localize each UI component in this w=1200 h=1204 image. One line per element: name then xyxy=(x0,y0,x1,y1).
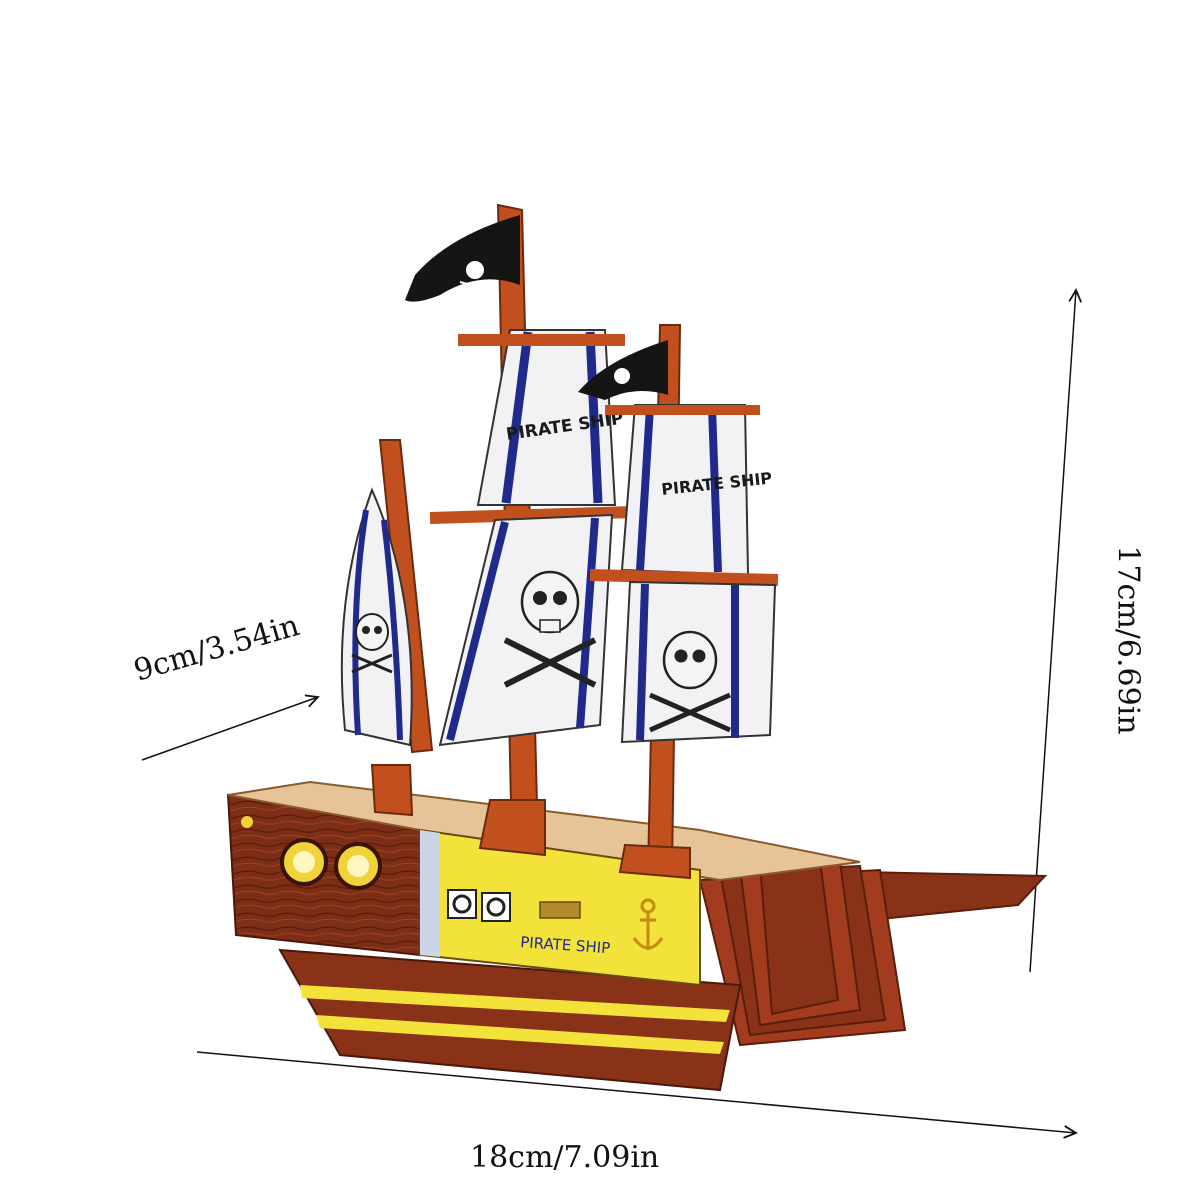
lifebuoy-icon xyxy=(447,889,477,919)
rear-lower-sail xyxy=(620,580,777,744)
main-lower-sail xyxy=(438,513,614,747)
lifebuoy-icon xyxy=(481,892,511,922)
rear-small-mast xyxy=(340,439,434,754)
width-dimension-line xyxy=(196,1051,1076,1133)
yard-arm xyxy=(589,569,779,586)
flag-icon xyxy=(405,215,520,302)
mast-base xyxy=(478,799,546,857)
skull-icon xyxy=(503,570,597,688)
mast-base xyxy=(370,764,414,817)
main-top-sail: PIRATE SHIP xyxy=(476,329,625,506)
rear-top-sail: PIRATE SHIP xyxy=(620,404,773,577)
anchor-icon xyxy=(632,898,664,950)
depth-dimension-line xyxy=(141,697,318,761)
hull-layers xyxy=(698,858,907,1047)
mast-base xyxy=(618,843,691,880)
bow-panel xyxy=(226,793,421,957)
yard-arm xyxy=(429,506,636,524)
width-dimension-label: 18cm/7.09in xyxy=(470,1140,660,1175)
bowsprit xyxy=(858,870,1048,922)
height-dimension-label: 17cm/6.69in xyxy=(1110,545,1146,735)
height-dimension-line xyxy=(1029,290,1076,973)
skull-icon xyxy=(648,630,732,733)
skull-icon xyxy=(351,613,393,674)
